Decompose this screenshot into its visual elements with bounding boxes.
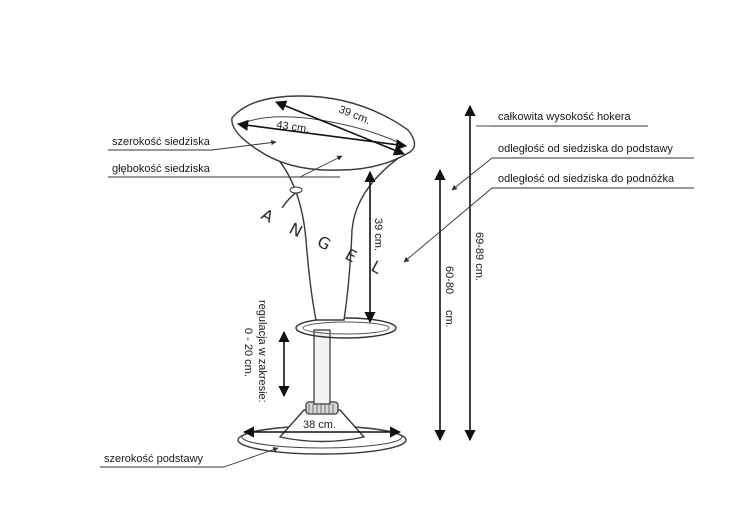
label-total-height: całkowita wysokość hokera: [498, 111, 632, 123]
leader-seat-to-footrest: [403, 187, 493, 263]
seat-depth-dimension-line: [236, 119, 408, 151]
seat-to-footrest-dimension: 39 cm.: [372, 218, 384, 251]
leader-seat-width: [211, 139, 277, 151]
adjustment-range-line2: 0 - 20 cm.: [242, 328, 254, 377]
brand-letter-1: A: [258, 205, 277, 227]
leader-seat-to-base: [451, 157, 493, 191]
gas-lift-pole: [313, 329, 331, 405]
label-seat-depth: głębokość siedziska: [112, 163, 211, 175]
base-width-dimension: 38 cm.: [303, 419, 336, 431]
footrest-ring: [295, 317, 397, 339]
label-seat-width: szerokość siedziska: [112, 136, 211, 148]
total-height-dimension: 69-89 cm.: [473, 232, 485, 281]
seat-shell: [231, 95, 416, 171]
label-base-width: szerokość podstawy: [104, 453, 204, 465]
label-seat-to-footrest: odległość od siedziska do podnóżka: [498, 173, 675, 185]
leader-seat-depth: [299, 155, 343, 178]
stool-stem: [255, 139, 413, 321]
leader-base-width: [223, 447, 279, 468]
seat-to-base-dimension-bottom: cm.: [443, 310, 455, 328]
label-seat-to-base: odległość od siedziska do podstawy: [498, 143, 673, 155]
adjustment-range-line1: regulacja w zakresie:: [256, 300, 268, 403]
seat-depth-dimension: 43 cm.: [276, 119, 310, 135]
brand-letter-2: N: [286, 219, 305, 241]
seat-to-base-dimension-top: 60-80: [443, 266, 455, 294]
